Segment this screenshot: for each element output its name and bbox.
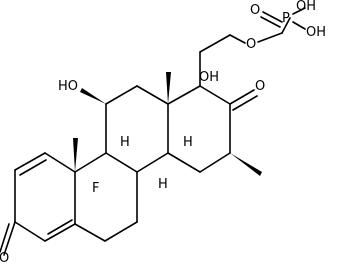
bond (136, 152, 169, 173)
bond (257, 32, 283, 43)
bond (292, 21, 306, 30)
atom-label-ho: HO (58, 79, 78, 94)
bond (14, 221, 46, 242)
atom-label-f: F (92, 181, 99, 196)
bond (14, 152, 46, 171)
atom-label-h: H (183, 135, 193, 150)
atom-label-p: P (282, 11, 290, 26)
wedge-bond (73, 138, 78, 172)
bond (104, 221, 138, 242)
bond (0, 223, 10, 253)
atom-label-oh: OH (296, 0, 316, 14)
bond (262, 11, 283, 23)
bond (167, 152, 201, 173)
wedge-bond (80, 88, 106, 104)
bond (199, 34, 231, 53)
bond (292, 7, 306, 15)
atom-label-o: O (250, 3, 260, 18)
bond (19, 159, 47, 176)
bond (229, 89, 255, 105)
bond (232, 95, 258, 111)
bond (136, 85, 169, 105)
bond (199, 85, 231, 105)
ring-b-bonds (73, 138, 138, 242)
ring-a-bonds (0, 152, 76, 256)
atom-label-h: H (120, 135, 130, 150)
bond (105, 152, 138, 173)
bond (74, 223, 106, 242)
wedge-bond (166, 72, 171, 104)
phosphate-bonds (257, 7, 306, 43)
bond (44, 152, 76, 173)
bond (47, 219, 73, 235)
bond (74, 152, 107, 173)
bond (167, 85, 201, 105)
bond (105, 85, 138, 105)
wedge-bond (230, 153, 262, 176)
bond (260, 16, 281, 28)
bond (44, 223, 76, 242)
bond (281, 17, 291, 34)
atom-label-oh: OH (306, 25, 326, 40)
atom-labels: O F H H H HO OH O O P O OH OH (0, 0, 326, 266)
bond (3, 221, 16, 256)
atom-label-o: O (246, 37, 256, 52)
bond (229, 34, 246, 44)
ring-c-bonds (80, 72, 171, 173)
atom-label-oh: OH (199, 70, 219, 85)
atom-label-o: O (0, 251, 9, 266)
ring-d-bonds (167, 34, 262, 176)
atom-label-o: O (255, 79, 265, 94)
atom-label-h: H (158, 177, 168, 192)
bond (199, 152, 231, 173)
